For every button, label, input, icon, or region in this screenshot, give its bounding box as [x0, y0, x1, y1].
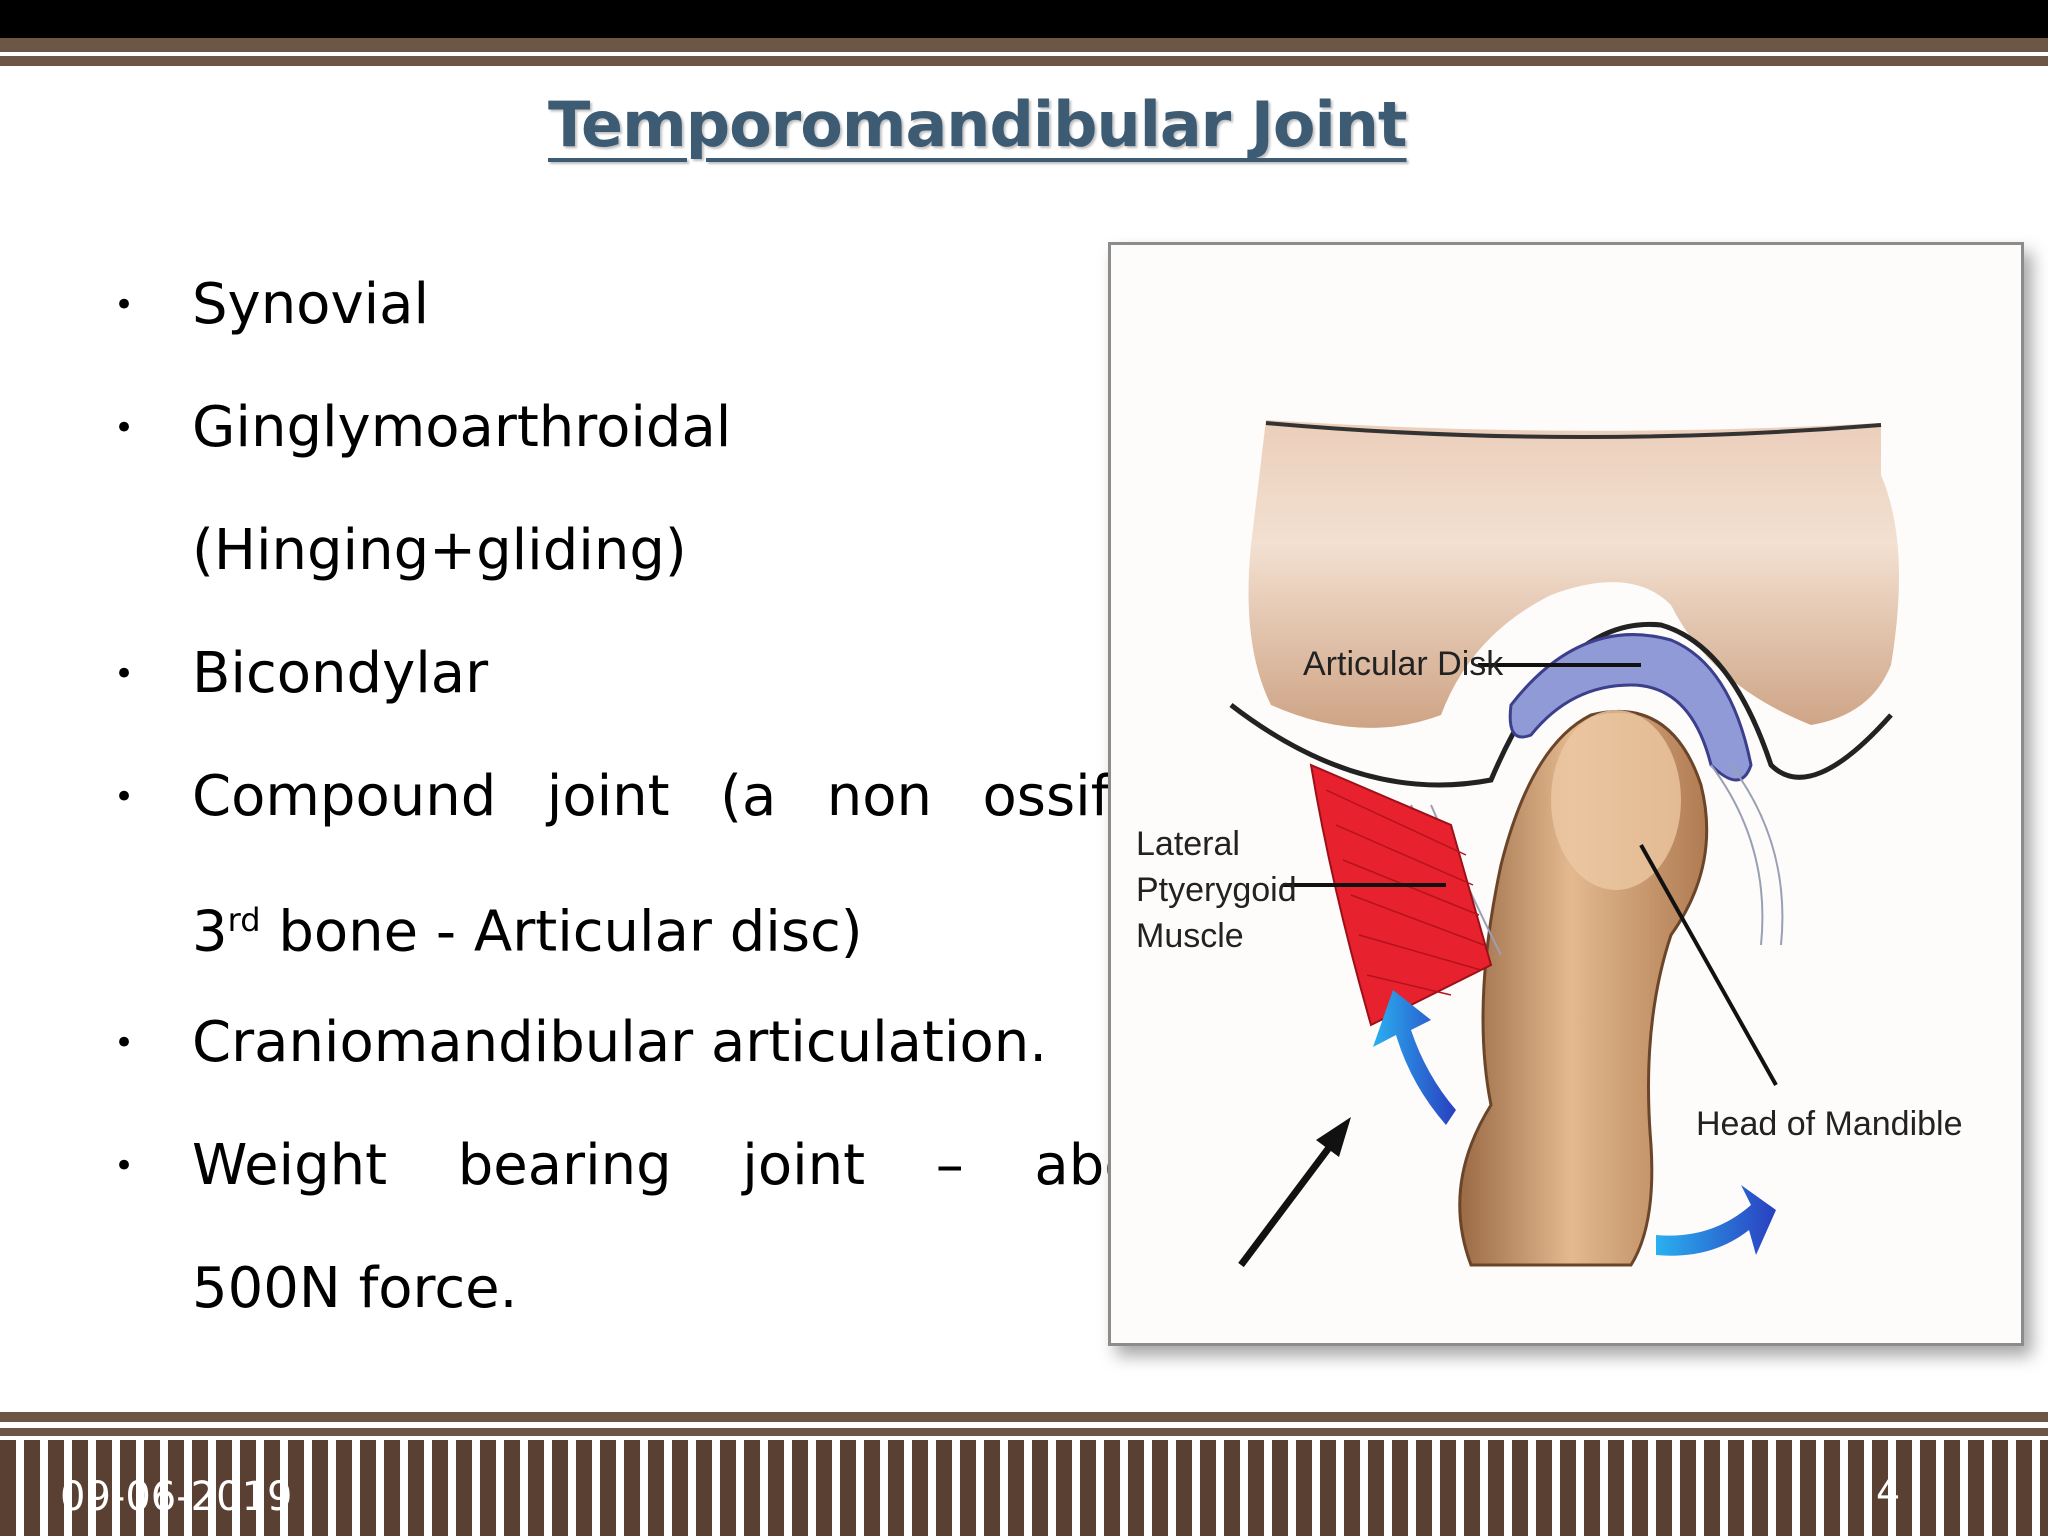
word: non: [826, 764, 933, 829]
bullet-text-justified: Compound joint (a non ossified: [192, 742, 1196, 852]
label-lateral: Lateral: [1136, 825, 1240, 863]
word: joint: [742, 1133, 866, 1198]
word: bearing: [457, 1133, 672, 1198]
slide-title: Temporomandibular Joint: [548, 88, 1408, 161]
word: Weight: [192, 1133, 388, 1198]
word: Compound: [192, 764, 497, 829]
bullet-text: Synovial: [192, 272, 430, 337]
label-articular-disk: Articular Disk: [1303, 645, 1504, 683]
bullet-continuation: 500N force.: [110, 1234, 1110, 1344]
bullet-item: • Synovial: [110, 250, 1110, 360]
ordinal-suffix: rd: [227, 901, 261, 939]
bullet-dot: •: [114, 408, 135, 448]
tmj-illustration: Articular Disk Lateral Ptyerygoid Muscle…: [1136, 420, 1963, 1268]
lateral-pterygoid-muscle-shape: [1309, 763, 1493, 1027]
bullet-continuation: 3rd bone - Articular disc): [110, 865, 1110, 975]
bullet-dot: •: [114, 777, 135, 817]
tmj-anatomy-figure: Articular Disk Lateral Ptyerygoid Muscle…: [1108, 242, 2024, 1346]
force-arrow-shaft: [1238, 1142, 1334, 1268]
top-stripe: [0, 38, 2048, 52]
bullet-text: 3rd bone - Articular disc): [192, 865, 863, 988]
ordinal-number: 3: [192, 899, 228, 965]
word: –: [935, 1133, 964, 1198]
bullet-text: Craniomandibular articulation.: [192, 1010, 1048, 1075]
glenoid-fossa: [1229, 621, 1893, 788]
bullet-item: • Compound joint (a non ossified: [110, 742, 1196, 852]
bullet-dot: •: [114, 1023, 135, 1063]
bullet-item: • Weight bearing joint – about: [110, 1111, 1196, 1221]
bullet-text-rest: bone - Articular disc): [260, 899, 863, 965]
slide-number: 4: [1876, 1470, 1901, 1514]
skull-base: [1248, 420, 1899, 728]
head-of-mandible-leader: [1639, 844, 1778, 1086]
word: (a: [720, 764, 777, 829]
label-head-of-mandible: Head of Mandible: [1696, 1105, 1963, 1143]
label-muscle: Muscle: [1136, 917, 1244, 955]
word: joint: [546, 764, 670, 829]
bullet-dot: •: [114, 654, 135, 694]
footer-date: 09-06-2019: [60, 1474, 293, 1520]
bullet-text: 500N force.: [192, 1256, 518, 1321]
bullet-item: • Ginglymoarthroidal: [110, 373, 1110, 483]
muscle-fibers: [1325, 789, 1485, 996]
bullet-text: Ginglymoarthroidal: [192, 395, 732, 460]
bottom-stripe: [0, 1412, 2048, 1422]
bullet-item: • Craniomandibular articulation.: [110, 988, 1110, 1098]
bullet-item: • Bicondylar: [110, 619, 1110, 729]
articular-disk-shape: [1508, 633, 1753, 782]
bullet-text: (Hinging+gliding): [192, 518, 687, 583]
label-ptyerygoid: Ptyerygoid: [1136, 871, 1297, 909]
top-stripe: [0, 56, 2048, 66]
bullet-dot: •: [114, 285, 135, 325]
bullet-continuation: (Hinging+gliding): [110, 496, 1110, 606]
bullet-text: Bicondylar: [192, 641, 489, 706]
skull-top-line: [1265, 421, 1882, 440]
bullet-dot: •: [114, 1146, 135, 1186]
footer-bar: [0, 1440, 2048, 1536]
force-arrow-head: [1316, 1117, 1351, 1157]
bullet-text-justified: Weight bearing joint – about: [192, 1111, 1196, 1221]
blue-arrow-up: [1373, 990, 1456, 1125]
blue-arrow-right: [1656, 1185, 1776, 1256]
top-bar: [0, 0, 2048, 38]
bottom-stripe: [0, 1428, 2048, 1436]
head-of-mandible-shape: [1551, 710, 1681, 890]
